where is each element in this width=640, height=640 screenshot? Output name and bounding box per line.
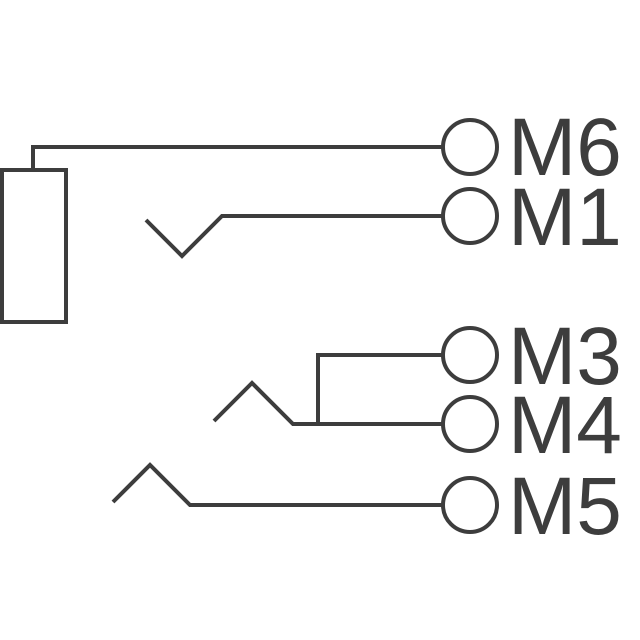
terminal-m6-circle bbox=[441, 118, 499, 176]
label-m4: M4 bbox=[508, 380, 622, 471]
wire-m1 bbox=[144, 214, 444, 259]
label-m1: M1 bbox=[508, 172, 622, 263]
terminal-m1-circle bbox=[441, 187, 499, 245]
sleeve-body-rect bbox=[0, 168, 68, 324]
terminal-m5-circle bbox=[441, 476, 499, 534]
wire-m3 bbox=[316, 353, 444, 424]
terminal-m4-circle bbox=[441, 395, 499, 453]
label-m3: M3 bbox=[508, 311, 622, 402]
wire-m5 bbox=[111, 462, 444, 507]
label-m5: M5 bbox=[508, 461, 622, 552]
terminal-m3-circle bbox=[441, 326, 499, 384]
label-m6: M6 bbox=[508, 102, 622, 193]
wire-m6 bbox=[31, 145, 444, 170]
wire-m4 bbox=[212, 380, 444, 426]
